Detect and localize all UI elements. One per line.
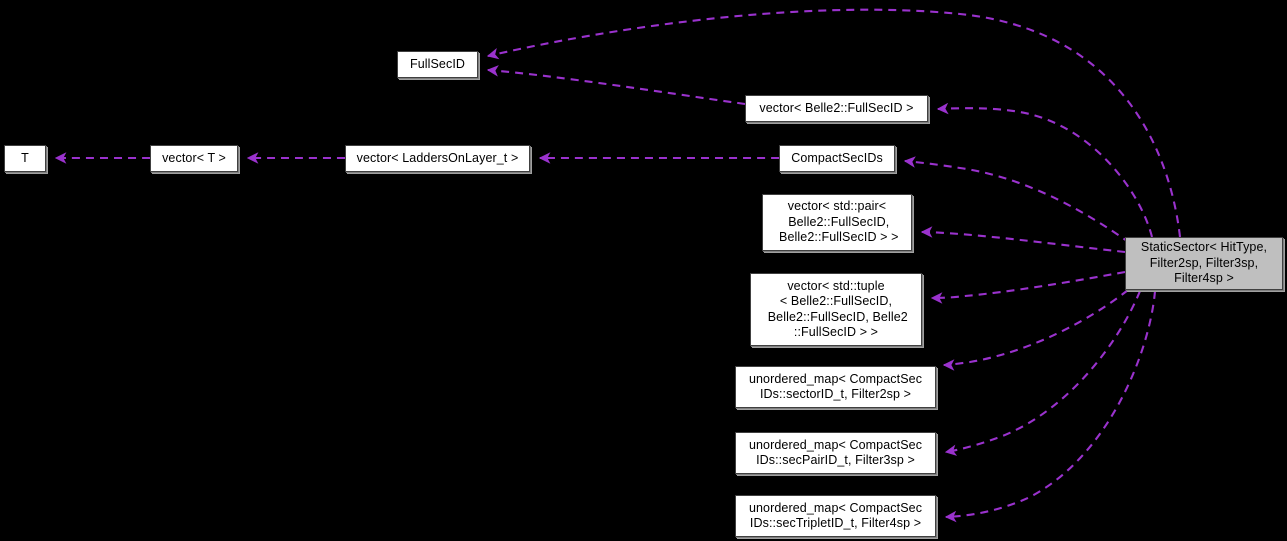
- node-vector-std-tuple-fullsecid[interactable]: vector< std::tuple < Belle2::FullSecID, …: [750, 273, 922, 346]
- node-compactsecids-label: CompactSecIDs: [791, 150, 883, 165]
- node-vector-belle2-fullsecid-label: vector< Belle2::FullSecID >: [759, 100, 914, 115]
- node-staticsector-hittype-filters[interactable]: StaticSector< HitType, Filter2sp, Filter…: [1125, 237, 1283, 290]
- node-unordered-map-sectripletid-filter4sp-label: unordered_map< CompactSec IDs::secTriple…: [748, 500, 923, 531]
- edge-staticsector-to-vector-pair: [920, 226, 1126, 254]
- node-unordered-map-sectripletid-filter4sp[interactable]: unordered_map< CompactSec IDs::secTriple…: [735, 495, 936, 537]
- node-unordered-map-secpairid-filter3sp[interactable]: unordered_map< CompactSec IDs::secPairID…: [735, 432, 936, 474]
- node-vector-laddersonlayer-t-label: vector< LaddersOnLayer_t >: [356, 150, 519, 165]
- edge-staticsector-to-vector-tuple: [930, 270, 1126, 304]
- node-vector-std-pair-fullsecid-label: vector< std::pair< Belle2::FullSecID, Be…: [779, 199, 899, 245]
- node-t[interactable]: T: [4, 145, 46, 172]
- node-vector-std-tuple-fullsecid-label: vector< std::tuple < Belle2::FullSecID, …: [767, 278, 908, 340]
- node-unordered-map-sectorid-filter2sp-label: unordered_map< CompactSec IDs::sectorID_…: [748, 371, 923, 402]
- node-unordered-map-secpairid-filter3sp-label: unordered_map< CompactSec IDs::secPairID…: [748, 437, 923, 468]
- node-fullsecid[interactable]: FullSecID: [397, 51, 478, 78]
- node-vector-std-pair-fullsecid[interactable]: vector< std::pair< Belle2::FullSecID, Be…: [762, 194, 912, 251]
- node-unordered-map-sectorid-filter2sp[interactable]: unordered_map< CompactSec IDs::sectorID_…: [735, 366, 936, 408]
- node-vector-t[interactable]: vector< T >: [150, 145, 238, 172]
- edge-staticsector-to-umap-sectriplet: [944, 290, 1157, 523]
- edge-vector-fullsecid-to-fullsecid: [486, 65, 746, 106]
- edge-staticsector-to-vector-fullsecid: [936, 102, 1154, 238]
- edge-staticsector-to-umap-sector: [942, 289, 1129, 371]
- node-fullsecid-label: FullSecID: [409, 56, 466, 71]
- node-vector-t-label: vector< T >: [162, 150, 226, 165]
- node-t-label: T: [21, 150, 29, 165]
- edge-staticsector-to-compactsecids: [903, 156, 1131, 244]
- node-staticsector-hittype-filters-label: StaticSector< HitType, Filter2sp, Filter…: [1140, 240, 1268, 286]
- node-compactsecids[interactable]: CompactSecIDs: [779, 145, 895, 172]
- edge-staticsector-to-umap-secpair: [944, 290, 1141, 456]
- node-vector-belle2-fullsecid[interactable]: vector< Belle2::FullSecID >: [745, 95, 928, 122]
- node-vector-laddersonlayer-t[interactable]: vector< LaddersOnLayer_t >: [345, 145, 530, 172]
